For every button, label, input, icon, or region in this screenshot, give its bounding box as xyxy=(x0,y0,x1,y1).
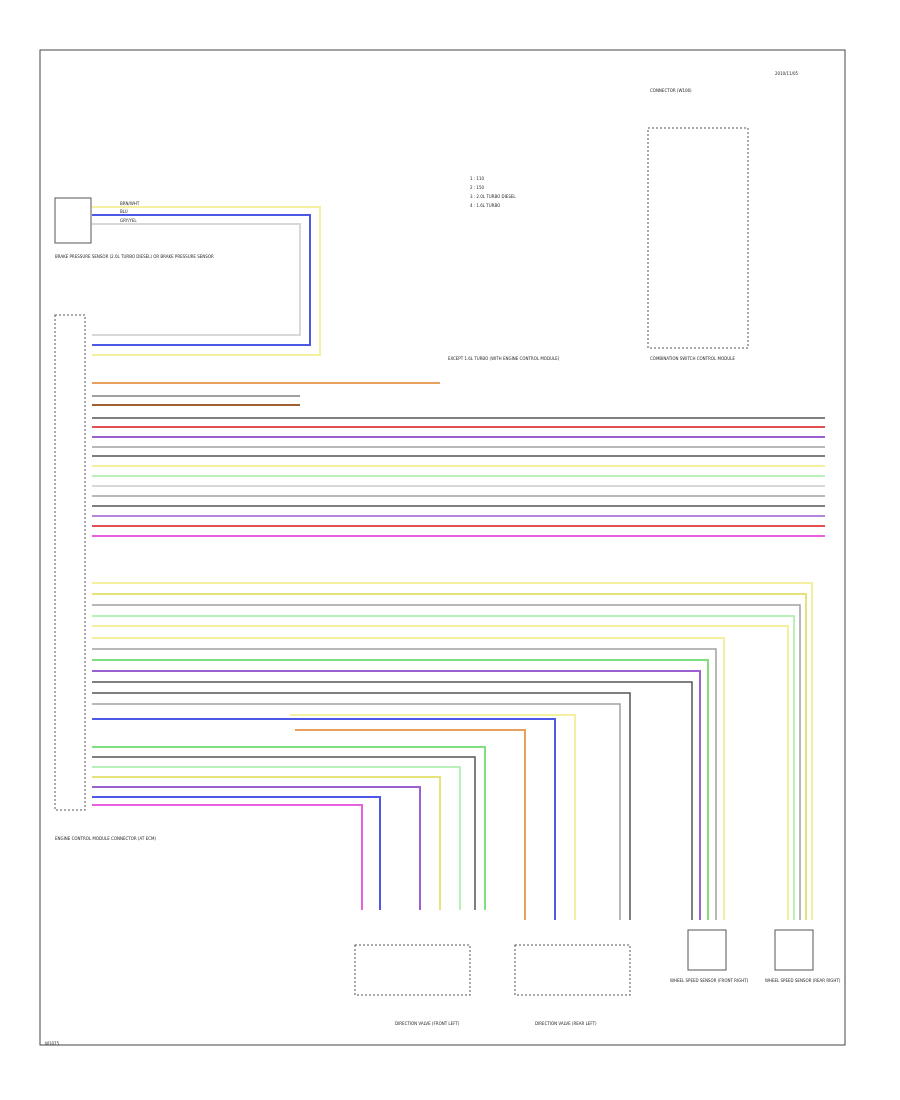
wheel-speed-front-right-box xyxy=(687,929,727,971)
top-right-ref: 2010/11/05 xyxy=(775,71,799,76)
diagram-frame xyxy=(39,49,846,1046)
sensor-wires xyxy=(92,206,321,356)
legend-line-2: 2 : 150 xyxy=(470,185,485,190)
page-ref: W1075 xyxy=(45,1041,60,1046)
abs-module-box xyxy=(54,314,86,811)
main-bus-wires xyxy=(92,417,825,537)
direction-valve-1-label: DIRECTION VALVE (FRONT LEFT) xyxy=(395,1021,460,1026)
legend-line-1: 1 : 110 xyxy=(470,176,485,181)
direction-valve-1-box xyxy=(354,944,471,996)
combination-switch-box xyxy=(647,127,749,349)
legend-line-3: 3 : 2.0L TURBO DIESEL xyxy=(470,194,516,199)
second-bus-wires xyxy=(92,582,813,920)
brake-pressure-sensor-label: BRAKE PRESSURE SENSOR (2.0L TURBO DIESEL… xyxy=(55,254,214,259)
direction-valve-2-box xyxy=(514,944,631,996)
brake-pressure-sensor-box xyxy=(54,197,92,244)
legend-line-4: 4 : 1.6L TURBO xyxy=(470,203,500,208)
center-note: EXCEPT 1.6L TURBO (WITH ENGINE CONTROL M… xyxy=(448,356,560,361)
combination-switch-label: COMBINATION SWITCH CONTROL MODULE xyxy=(650,356,735,361)
wheel-speed-front-right-label: WHEEL SPEED SENSOR (FRONT RIGHT) xyxy=(670,978,749,983)
wheel-speed-rear-label: WHEEL SPEED SENSOR (REAR RIGHT) xyxy=(765,978,841,983)
top-right-connector-label: CONNECTOR (W106) xyxy=(650,88,692,93)
bottom-bus-wires xyxy=(92,746,486,910)
sensor-wire-2-label: BLU xyxy=(120,209,128,214)
wheel-speed-rear-box xyxy=(774,929,814,971)
sensor-wire-3-label: GRY/YEL xyxy=(120,218,137,223)
direction-valve-2-label: DIRECTION VALVE (REAR LEFT) xyxy=(535,1021,597,1026)
sensor-wire-1-label: BRN/WHT xyxy=(120,201,140,206)
bottom-left-note: ENGINE CONTROL MODULE CONNECTOR (AT ECM) xyxy=(55,836,156,841)
